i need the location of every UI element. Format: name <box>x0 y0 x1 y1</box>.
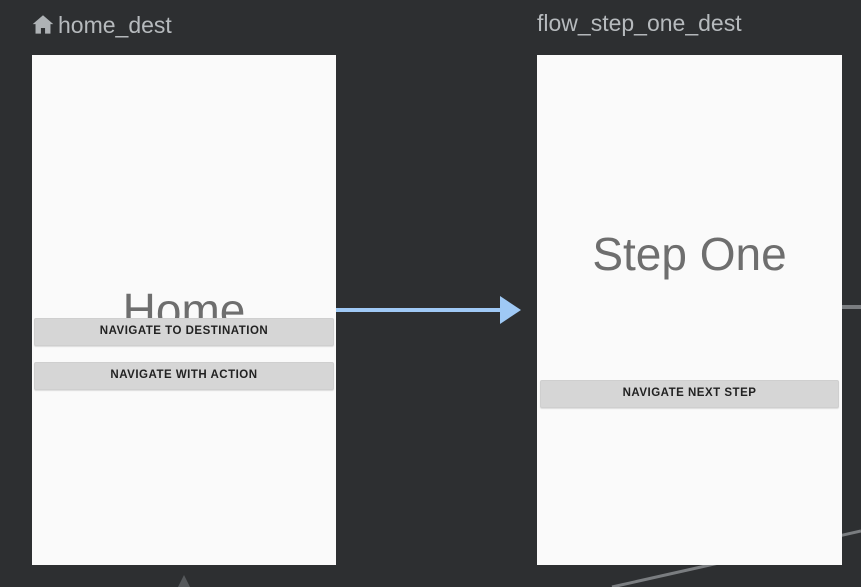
navigate-with-action-button[interactable]: NAVIGATE WITH ACTION <box>34 362 334 390</box>
destination-card-home-dest[interactable]: Home NAVIGATE TO DESTINATION NAVIGATE WI… <box>32 55 336 565</box>
action-home-to-flow-step-one[interactable] <box>336 296 521 324</box>
action-arrow-head <box>500 296 521 324</box>
destination-label-text: home_dest <box>58 11 172 38</box>
navigate-next-step-button[interactable]: NAVIGATE NEXT STEP <box>540 380 839 408</box>
navigate-to-destination-button[interactable]: NAVIGATE TO DESTINATION <box>34 318 334 346</box>
destination-label-text: flow_step_one_dest <box>537 10 742 36</box>
home-icon <box>32 15 54 34</box>
connector-incoming-home-bottom-arrowhead <box>178 575 190 587</box>
destination-label-flow-step-one-dest[interactable]: flow_step_one_dest <box>537 12 742 35</box>
screen-title: Step One <box>592 228 787 280</box>
destination-card-flow-step-one-dest[interactable]: Step One NAVIGATE NEXT STEP <box>537 55 842 565</box>
destination-label-home-dest[interactable]: home_dest <box>30 12 172 38</box>
